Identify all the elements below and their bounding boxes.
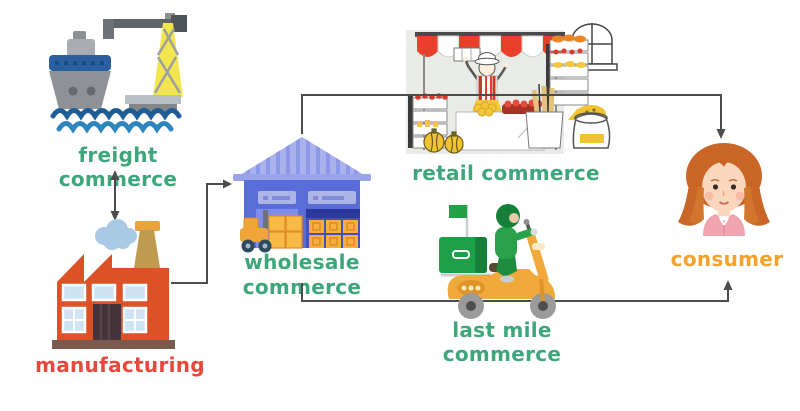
face [704, 178, 745, 205]
freight-commerce-label: freight commerce [58, 143, 178, 191]
waves [50, 108, 182, 134]
stored-boxes [268, 215, 358, 249]
flag [449, 205, 469, 243]
grain-sack [568, 105, 611, 149]
woman-consumer-icon [678, 143, 770, 236]
factory-icon [52, 219, 175, 349]
cargo-ship-and-crane-icon [49, 13, 187, 134]
cargo-ship [49, 31, 111, 109]
last-mile-commerce-label: last mile commerce [442, 318, 562, 366]
crane [103, 13, 187, 112]
delivery-box [439, 237, 491, 277]
rider [495, 204, 538, 283]
wholesale-commerce-label: wholesale commerce [222, 250, 382, 300]
consumer-label: consumer [670, 247, 784, 271]
wholesale-label-line2: commerce [242, 275, 362, 299]
arrowhead-right [223, 179, 232, 189]
smoke [95, 219, 137, 250]
arrowhead-up-consumer [723, 280, 733, 290]
arrowhead-down-consumer [716, 129, 726, 139]
warehouse-forklift-icon [233, 137, 371, 253]
wholesale-label-line1: wholesale [244, 250, 360, 274]
forklift [240, 210, 272, 253]
manufacturing-label: manufacturing [35, 353, 205, 377]
market-stall-icon [406, 23, 618, 154]
retail-commerce-label: retail commerce [412, 161, 600, 185]
delivery-scooter-icon [439, 204, 556, 319]
